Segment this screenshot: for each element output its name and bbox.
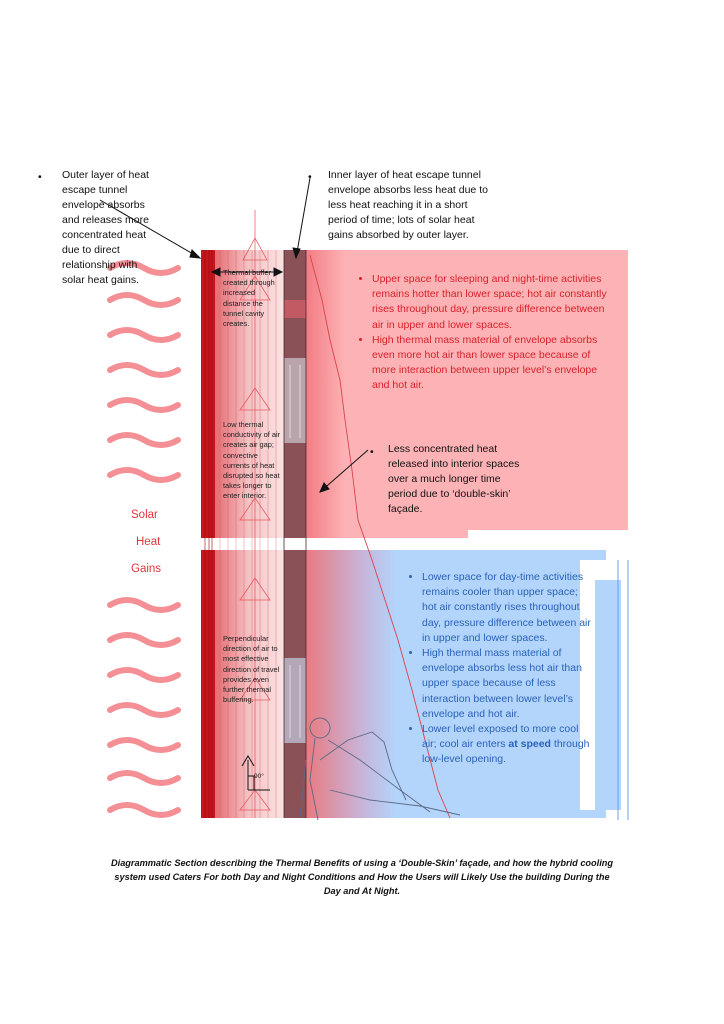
lower-bullet-3: Lower level exposed to more cool air; co… — [422, 722, 592, 768]
lower-room-step — [595, 580, 621, 810]
bullet-outer: • — [38, 171, 42, 183]
lower-bullet-2: High thermal mass material of envelope a… — [422, 646, 592, 722]
solar-word-3: Gains — [131, 563, 162, 575]
angle-label: 90° — [254, 773, 264, 780]
lower-space-bullets: Lower space for day-time activities rema… — [404, 570, 592, 768]
annotation-thermal-buffer: Thermal buffer created through increased… — [223, 268, 275, 329]
annotation-perpendicular: Perpendicular direction of air to most e… — [223, 634, 280, 705]
right-wall-line — [617, 560, 629, 820]
bullet-inner: • — [308, 171, 312, 183]
inner-skin-lower — [284, 550, 306, 818]
arrow-less-heat — [319, 449, 369, 493]
inner-skin-upper — [284, 250, 306, 538]
outer-skin-lower — [201, 550, 215, 818]
bullet-less-heat: • — [370, 446, 374, 458]
arrow-outer-layer — [99, 199, 201, 259]
annotation-outer-layer: Outer layer of heat escape tunnel envelo… — [62, 169, 149, 286]
lower-room-edge — [306, 550, 396, 818]
solar-waves — [107, 260, 181, 818]
arrow-inner-layer — [295, 177, 311, 259]
annotation-less-concentrated: Less concentrated heat released into int… — [388, 443, 520, 515]
emphasis-at-speed: at speed — [508, 738, 551, 751]
solar-word-1: Solar — [131, 509, 158, 521]
upper-space-bullets: Upper space for sleeping and night-time … — [354, 272, 608, 394]
cavity-upper — [214, 250, 284, 538]
heat-trace-line — [309, 254, 451, 819]
seated-person-sketch — [299, 717, 461, 821]
solar-word-2: Heat — [136, 536, 161, 548]
upper-room — [306, 250, 628, 538]
upper-room-edge — [306, 250, 346, 538]
figure-caption: Diagrammatic Section describing the Ther… — [111, 858, 613, 896]
annotation-inner-layer: Inner layer of heat escape tunnel envelo… — [328, 169, 488, 241]
upper-bullet-2: High thermal mass material of envelope a… — [372, 333, 608, 394]
lower-bullet-1: Lower space for day-time activities rema… — [422, 570, 592, 646]
right-angle-indicator — [241, 755, 270, 791]
cavity-lower — [214, 550, 284, 818]
upper-bullet-1: Upper space for sleeping and night-time … — [372, 272, 608, 333]
annotation-low-conductivity: Low thermal conductivity of air creates … — [223, 420, 281, 501]
outer-skin-upper — [201, 250, 215, 538]
